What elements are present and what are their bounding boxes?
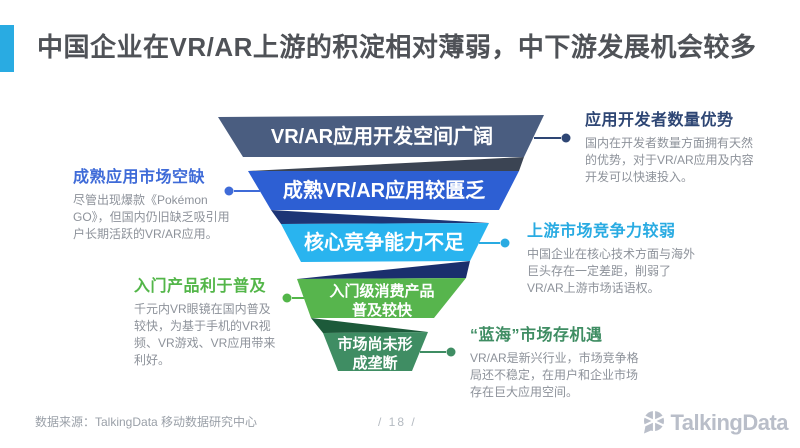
connector-dot-5 bbox=[446, 347, 456, 357]
page-number: / 18 / bbox=[378, 415, 417, 429]
callout-mature-app-gap: 成熟应用市场空缺 尽管出现爆款《Pokémon GO》，但国内仍旧缺乏吸引用户长… bbox=[73, 163, 235, 243]
funnel-layer-3-shape bbox=[281, 223, 489, 262]
callout-blue-ocean-opportunity: “蓝海”市场存机遇 VR/AR是新兴行业，市场竞争格局还不稳定，在用户和企业市场… bbox=[470, 321, 648, 401]
callout-body: 中国企业在核心技术方面与海外巨头存在一定差距，削弱了VR/AR上游市场话语权。 bbox=[527, 247, 696, 295]
callout-heading: 入门产品利于普及 bbox=[134, 278, 267, 295]
callout-developer-quantity-advantage: 应用开发者数量优势 国内在开发者数量方面拥有天然的优势，对于VR/AR应用及内容… bbox=[585, 106, 757, 186]
callout-upstream-weak-competitiveness: 上游市场竞争力较弱 中国企业在核心技术方面与海外巨头存在一定差距，削弱了VR/A… bbox=[527, 217, 705, 297]
callout-entry-product-popularity: 入门产品利于普及 千元内VR眼镜在国内普及较快，为基于手机的VR视频、VR游戏、… bbox=[134, 272, 276, 369]
callout-heading: 成熟应用市场空缺 bbox=[73, 169, 206, 186]
funnel-layer-5-label: 市场尚未形成垄断 bbox=[337, 336, 413, 372]
funnel-layer-4-label: 入门级消费产品普及较快 bbox=[329, 283, 435, 319]
funnel-layer-5-shape bbox=[323, 332, 428, 371]
callout-heading: 上游市场竞争力较弱 bbox=[527, 223, 676, 240]
connector-dot-1 bbox=[561, 133, 571, 143]
funnel-layer-1-shape bbox=[218, 115, 544, 157]
page-title: 中国企业在VR/AR上游的积淀相对薄弱，中下游发展机会较多 bbox=[37, 32, 757, 62]
talkingdata-logo-icon bbox=[644, 411, 665, 434]
callout-body: 千元内VR眼镜在国内普及较快，为基于手机的VR视频、VR游戏、VR应用带来利好。 bbox=[134, 302, 276, 367]
connector-dot-3 bbox=[500, 238, 510, 248]
connector-dot-4 bbox=[282, 293, 292, 303]
callout-body: VR/AR是新兴行业，市场竞争格局还不稳定，在用户和企业市场存在巨大应用空间。 bbox=[470, 351, 639, 399]
funnel-fold-2 bbox=[271, 210, 489, 224]
callout-body: 尽管出现爆款《Pokémon GO》，但国内仍旧缺乏吸引用户长期活跃的VR/AR… bbox=[73, 193, 230, 241]
funnel-fold-4 bbox=[311, 318, 428, 333]
title-accent-bar bbox=[0, 25, 14, 72]
callout-body: 国内在开发者数量方面拥有天然的优势，对于VR/AR应用及内容开发可以快速投入。 bbox=[585, 136, 754, 184]
talkingdata-logo: TalkingData bbox=[640, 409, 788, 437]
talkingdata-logo-text: TalkingData bbox=[670, 410, 788, 435]
callout-heading: “蓝海”市场存机遇 bbox=[470, 327, 603, 344]
funnel-layer-4-shape bbox=[297, 278, 466, 318]
funnel-layer-2-shape bbox=[248, 171, 519, 210]
data-source-note: 数据来源：TalkingData 移动数据研究中心 bbox=[35, 415, 258, 429]
funnel-fold-1 bbox=[248, 157, 524, 171]
funnel-fold-3 bbox=[297, 261, 470, 279]
funnel-layer-1-label: VR/AR应用开发空间广阔 bbox=[270, 126, 494, 148]
callout-heading: 应用开发者数量优势 bbox=[585, 112, 734, 129]
connector-dot-2 bbox=[224, 186, 234, 196]
funnel-layer-2-label: 成熟VR/AR应用较匮乏 bbox=[282, 180, 486, 202]
funnel-layer-3-label: 核心竞争能力不足 bbox=[304, 232, 464, 254]
